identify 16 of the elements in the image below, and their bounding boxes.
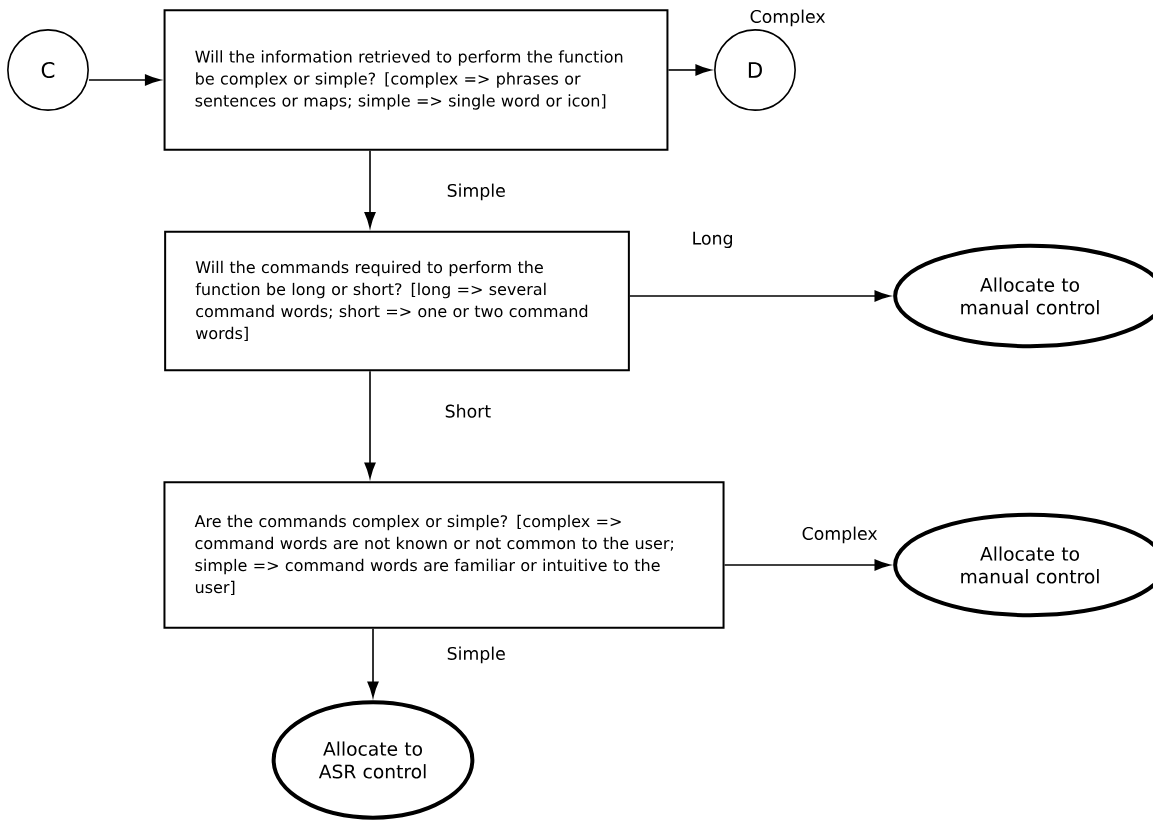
edge-label: Long [690,230,735,250]
decision-box: Will the information retrieved to perform the function be complex or simple? [complex => phrases or sentences or maps; simple => single word or icon] [163,9,669,151]
arrow [367,627,379,698]
arrow [629,290,891,302]
arrow [88,74,161,86]
decision-box: Will the commands required to perform the function be long or short? [long => several command words; short => one or two command words] [164,230,630,372]
edge-label: Simple [445,645,508,665]
edge-label: Complex [748,8,827,28]
arrow [667,64,712,76]
edge-label: Short [443,402,493,419]
arrow [364,149,376,228]
arrow [723,559,891,571]
edge-label: Complex [800,525,879,545]
arrow [364,370,376,479]
decision-box: Are the commands complex or simple? [complex => command words are not known or not common to the user; simple => command words are familiar or intuitive to the user] [163,481,725,629]
edge-label: Simple [445,182,508,202]
